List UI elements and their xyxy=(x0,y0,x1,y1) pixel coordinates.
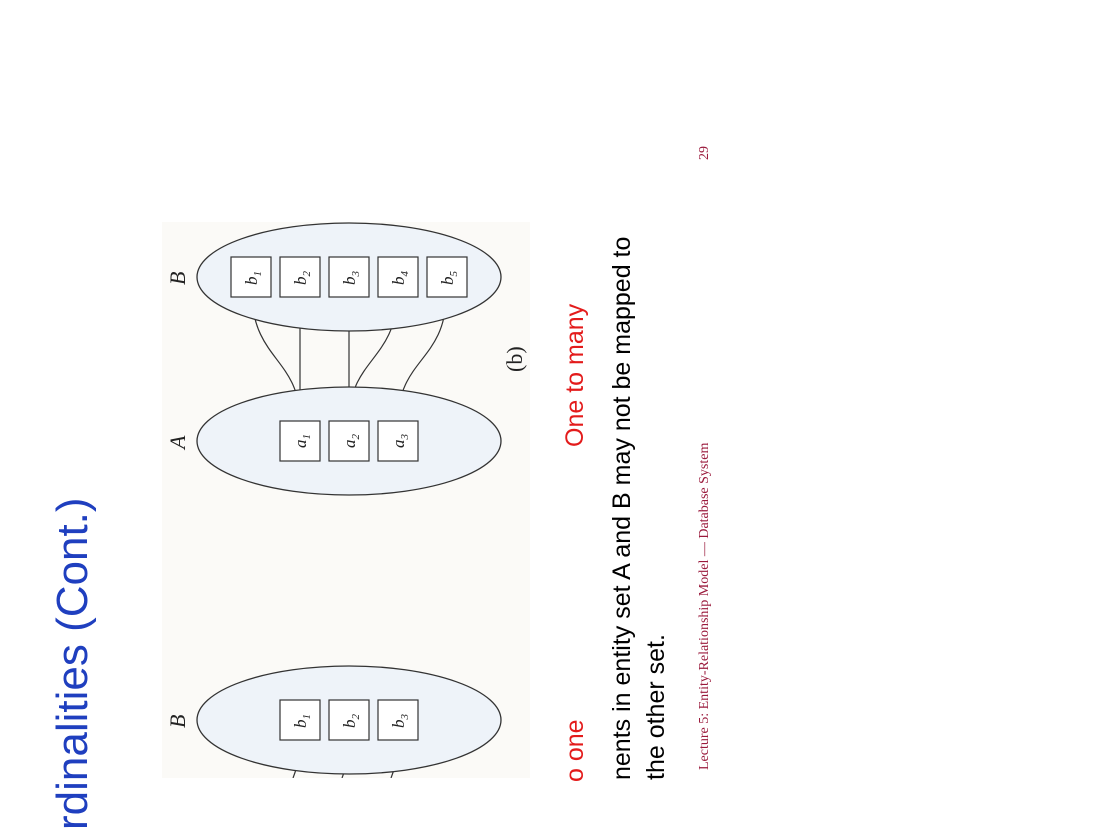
b-item-box xyxy=(328,256,370,298)
b-item-box xyxy=(377,256,419,298)
b-item-box xyxy=(426,256,468,298)
b-item-label: b3 xyxy=(389,714,411,729)
a-item-box xyxy=(377,420,419,462)
diagram-one-to-many: a1 a2 a3 b1 b2 b3 b4 b5 A B (b) xyxy=(165,222,527,496)
diagram-sub-label: (b) xyxy=(502,346,527,372)
set-b-label: B xyxy=(165,272,190,285)
b-item-box xyxy=(230,256,272,298)
a-item-label: a3 xyxy=(389,434,411,449)
b-item-label: b2 xyxy=(340,714,362,729)
b-item-label: b4 xyxy=(389,271,411,286)
diagram-one-to-one: b1 b2 b3 B xyxy=(165,665,502,778)
a-item-box xyxy=(279,420,321,462)
b-item-label: b3 xyxy=(340,271,362,286)
set-a-label: A xyxy=(165,435,190,451)
set-b-label: B xyxy=(165,715,190,728)
b-item-label: b1 xyxy=(242,271,264,285)
a-item-label: a2 xyxy=(340,434,362,449)
b-item-box xyxy=(377,699,419,741)
b-item-box xyxy=(279,699,321,741)
b-item-label: b2 xyxy=(291,271,313,286)
a-item-label: a1 xyxy=(291,434,313,448)
cardinality-diagrams: a1 a2 a3 b1 b2 b3 b4 b5 A B (b) b1 b2 b3… xyxy=(165,222,527,778)
a-item-box xyxy=(328,420,370,462)
b-item-box xyxy=(328,699,370,741)
b-item-box xyxy=(279,256,321,298)
b-item-label: b1 xyxy=(291,714,313,728)
b-item-label: b5 xyxy=(438,271,460,286)
